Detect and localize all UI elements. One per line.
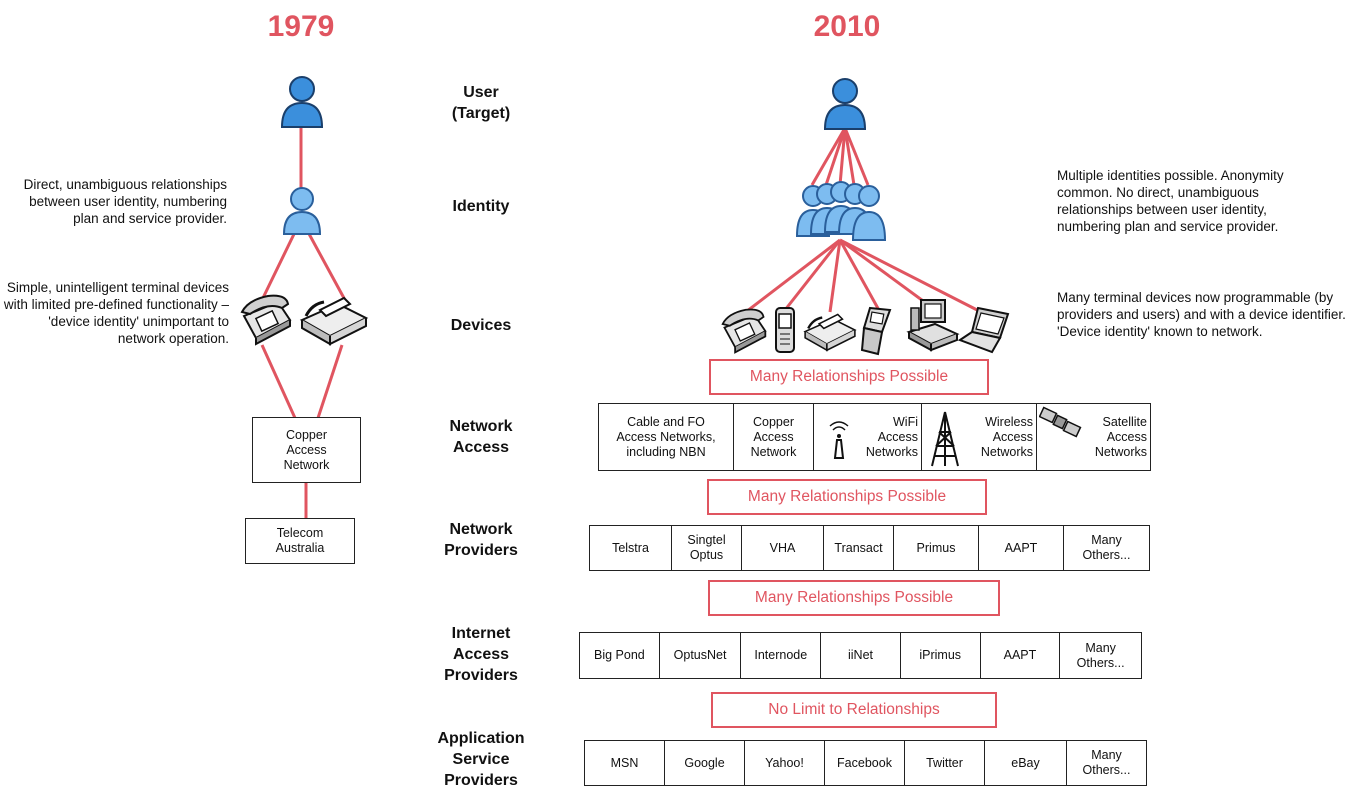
internet-access-provider-cell: AAPT <box>981 633 1061 678</box>
layer-label-devices: Devices <box>450 317 512 334</box>
laptop-icon <box>958 306 1010 354</box>
layer-label-internet-access-providers: Internet Access Providers <box>444 625 518 684</box>
network-access-label: WiFi Access Networks <box>865 414 918 459</box>
layer-label-network-access: Network Access <box>449 418 513 456</box>
relationship-label-providers-isp: Many Relationships Possible <box>708 580 1000 616</box>
telecom-australia-box: Telecom Australia <box>245 518 355 564</box>
radio-tower-icon <box>931 411 959 467</box>
network-access-cell: WiFi Access Networks <box>814 404 922 470</box>
network-access-cell: Cable and FO Access Networks, including … <box>599 404 734 470</box>
telephone-icon <box>240 294 292 346</box>
relationship-label-isp-asp: No Limit to Relationships <box>711 692 997 728</box>
flip-phone-icon <box>860 306 892 356</box>
internet-access-provider-cell: iiNet <box>821 633 901 678</box>
copper-access-network-box-1979: Copper Access Network <box>252 417 361 483</box>
layer-label-identity: Identity <box>452 198 510 215</box>
network-access-row: Cable and FO Access Networks, including … <box>598 403 1151 471</box>
internet-access-provider-cell: iPrimus <box>901 633 981 678</box>
desktop-computer-icon <box>906 299 960 352</box>
network-provider-cell: Primus <box>894 526 979 570</box>
network-provider-cell: Telstra <box>590 526 672 570</box>
internet-access-provider-cell: Big Pond <box>580 633 660 678</box>
network-providers-row: Telstra Singtel Optus VHA Transact Primu… <box>589 525 1150 571</box>
relationship-label-access-providers: Many Relationships Possible <box>707 479 987 515</box>
year-2010-title: 2010 <box>813 10 881 43</box>
identity-person-icon-1979 <box>282 187 322 235</box>
network-access-cell: Wireless Access Networks <box>922 404 1037 470</box>
application-service-provider-cell: Facebook <box>825 741 905 785</box>
network-provider-cell: Singtel Optus <box>672 526 742 570</box>
internet-access-providers-row: Big Pond OptusNet Internode iiNet iPrimu… <box>579 632 1142 679</box>
multiple-identities-icon <box>795 181 887 241</box>
satellite-icon <box>1039 406 1082 438</box>
note-2010-identity: Multiple identities possible. Anonymity … <box>1057 168 1284 234</box>
user-person-icon-2010 <box>823 78 867 130</box>
wifi-antenna-icon <box>829 421 849 459</box>
network-provider-cell: Transact <box>824 526 894 570</box>
note-2010-devices: Many terminal devices now programmable (… <box>1057 290 1346 339</box>
note-1979-identity: Direct, unambiguous relationships betwee… <box>23 177 227 226</box>
internet-access-provider-cell: Many Others... <box>1076 640 1125 670</box>
network-provider-cell: AAPT <box>979 526 1064 570</box>
layer-label-application-service-providers: Application Service Providers <box>437 730 525 789</box>
mobile-phone-icon <box>775 307 795 353</box>
user-person-icon-1979 <box>280 76 324 128</box>
application-service-provider-cell: Twitter <box>905 741 985 785</box>
network-access-label: Satellite Access Networks <box>1094 414 1147 459</box>
layer-label-user: User (Target) <box>451 84 511 122</box>
application-service-provider-cell: eBay <box>985 741 1067 785</box>
application-service-provider-cell: Yahoo! <box>745 741 825 785</box>
application-service-providers-row: MSN Google Yahoo! Facebook Twitter eBay … <box>584 740 1147 786</box>
network-access-cell: Copper Access Network <box>734 404 814 470</box>
application-service-provider-cell: MSN <box>585 741 665 785</box>
fax-icon <box>299 296 369 346</box>
telephone-icon <box>721 308 767 354</box>
layer-label-network-providers: Network Providers <box>444 521 518 559</box>
network-provider-cell: Many Others... <box>1082 533 1131 562</box>
internet-access-provider-cell: OptusNet <box>660 633 742 678</box>
year-1979-title: 1979 <box>267 10 335 43</box>
network-provider-cell: VHA <box>742 526 824 570</box>
application-service-provider-cell: Google <box>665 741 745 785</box>
application-service-provider-cell: Many Others... <box>1082 748 1131 777</box>
internet-access-provider-cell: Internode <box>741 633 822 678</box>
network-access-label: Wireless Access Networks <box>980 414 1033 459</box>
network-access-cell: Satellite Access Networks <box>1037 404 1150 470</box>
note-1979-devices: Simple, unintelligent terminal devices w… <box>3 280 229 346</box>
fax-icon <box>803 313 857 352</box>
relationship-label-devices-access: Many Relationships Possible <box>709 359 989 395</box>
